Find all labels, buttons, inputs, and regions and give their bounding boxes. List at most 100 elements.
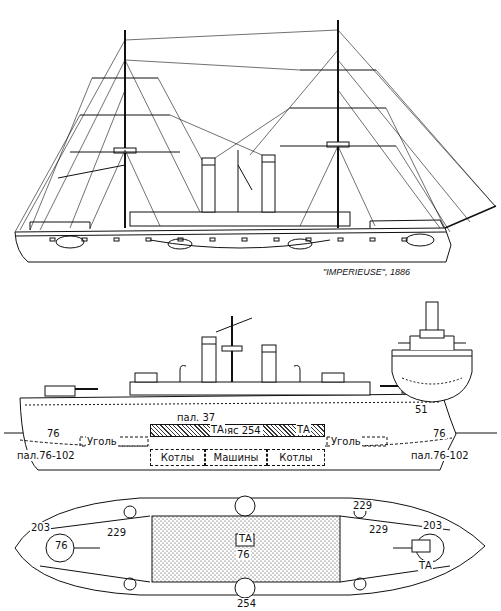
drawing-stroke: [238, 165, 252, 190]
callout-number: 203: [30, 522, 51, 533]
drawing-stroke: [130, 382, 370, 395]
drawing-stroke: [406, 234, 434, 246]
callout-number: пал.76-102: [16, 450, 76, 461]
drawing-stroke: [40, 60, 125, 230]
drawing-stroke: [15, 115, 80, 232]
deck-plan: [15, 496, 485, 598]
drawing-stroke: [15, 228, 451, 262]
drawing-stroke: [216, 318, 252, 332]
drawing-stroke: [210, 238, 215, 241]
drawing-stroke: [80, 437, 148, 446]
drawing-stroke: [15, 30, 495, 232]
drawing-stroke: [56, 236, 84, 248]
drawing-stroke: [25, 402, 440, 405]
drawing-stroke: [58, 165, 125, 178]
drawing-stroke: [338, 60, 470, 222]
drawing-stroke: [74, 548, 100, 549]
drawing-stroke: [262, 162, 275, 163]
drawing-stroke: [46, 534, 74, 562]
drawing-stroke: [180, 366, 186, 383]
callout-number: 76: [236, 549, 251, 560]
drawing-stroke: [202, 337, 216, 382]
drawing-stroke: [215, 108, 290, 158]
drawing-stroke: [70, 90, 125, 228]
compartment-label: Котлы: [159, 452, 196, 463]
drawing-stroke: [412, 540, 430, 552]
callout-number: Уголь: [86, 436, 118, 447]
compartment-label: Котлы: [277, 452, 314, 463]
drawing-stroke: [125, 30, 338, 40]
drawing-stroke: [454, 343, 466, 344]
drawing-stroke: [170, 115, 262, 155]
drawing-stroke: [82, 238, 87, 241]
drawing-stroke: [396, 146, 450, 232]
boiler-room: Котлы: [150, 449, 205, 466]
drawing-stroke: [92, 78, 158, 79]
drawing-stroke: [90, 150, 125, 228]
drawing-stroke: [262, 155, 275, 212]
drawing-stroke: [50, 238, 55, 241]
callout-number: 51: [414, 404, 429, 415]
drawing-stroke: [250, 50, 338, 155]
drawing-stroke: [40, 516, 150, 530]
drawing-stroke: [124, 30, 126, 228]
drawing-stroke: [392, 356, 472, 357]
callout-number: 229: [352, 500, 373, 511]
drawing-stroke: [262, 352, 276, 353]
drawing-stroke: [340, 566, 450, 582]
callout-number: 76: [46, 428, 61, 439]
drawing-stroke: [125, 150, 160, 226]
callout-number: 229: [368, 524, 389, 535]
sail-profile: [15, 20, 496, 262]
drawing-stroke: [300, 146, 338, 226]
drawing-stroke: [20, 40, 125, 230]
drawing-stroke: [445, 206, 496, 228]
drawing-stroke: [235, 578, 255, 598]
drawing-stroke: [338, 238, 343, 241]
drawing-stroke: [306, 238, 311, 241]
drawing-stroke: [402, 238, 407, 241]
drawing-stroke: [152, 516, 340, 582]
drawing-stroke: [402, 378, 462, 384]
ship-caption: "IMPERIEUSE", 1886: [322, 267, 411, 277]
drawing-stroke: [30, 78, 92, 230]
drawing-stroke: [158, 78, 202, 160]
drawing-stroke: [294, 366, 300, 383]
drawing-stroke: [242, 238, 247, 241]
drawing-stroke: [45, 386, 75, 396]
callout-number: 203: [422, 520, 443, 531]
drawing-stroke: [114, 238, 119, 241]
drawing-stroke: [222, 346, 242, 351]
callout-number: 76: [54, 540, 69, 551]
drawing-stroke: [146, 238, 151, 241]
drawing-stroke: [426, 302, 438, 332]
drawing-stroke: [40, 566, 150, 582]
boiler-room: Котлы: [267, 449, 325, 466]
drawing-stroke: [300, 70, 376, 71]
drawing-stroke: [236, 534, 254, 546]
compartment-label: Машины: [212, 452, 261, 463]
drawing-stroke: [340, 516, 450, 530]
drawing-stroke: [80, 115, 170, 116]
callout-number: Уголь: [330, 436, 362, 447]
drawing-stroke: [327, 437, 387, 446]
drawing-stroke: [370, 220, 444, 228]
callout-number: 254: [236, 598, 257, 609]
callout-number: 76: [432, 428, 447, 439]
drawing-stroke: [338, 146, 375, 226]
drawing-stroke: [178, 238, 183, 241]
drawing-stroke: [235, 496, 255, 516]
drawing-stroke: [322, 373, 344, 382]
callout-number: ТА: [296, 424, 311, 435]
callout-number: 229: [106, 527, 127, 538]
drawing-stroke: [15, 232, 446, 236]
drawing-stroke: [4, 20, 497, 598]
drawing-stroke: [262, 345, 276, 382]
drawing-stroke: [202, 165, 215, 166]
drawing-stroke: [30, 222, 90, 230]
drawing-stroke: [124, 506, 136, 518]
drawing-stroke: [75, 388, 98, 390]
drawing-stroke: [370, 238, 375, 241]
drawing-stroke: [338, 90, 440, 228]
